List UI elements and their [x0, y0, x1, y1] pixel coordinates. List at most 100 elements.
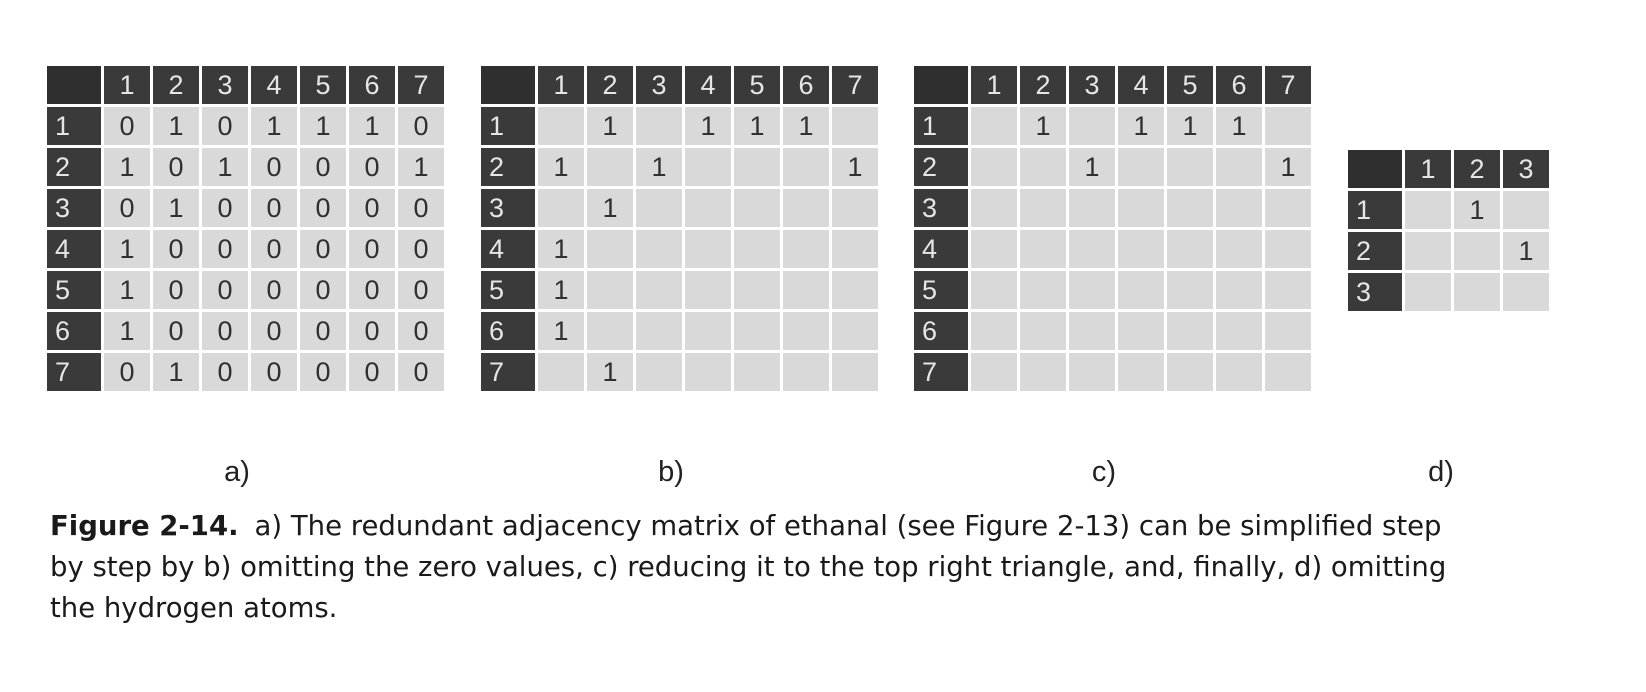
matrix-cell: 0 [202, 189, 248, 227]
matrix-cell: 0 [104, 189, 150, 227]
column-header: 5 [1167, 66, 1213, 104]
column-header: 4 [1118, 66, 1164, 104]
matrix-cell [832, 230, 878, 268]
matrix-cell [1020, 230, 1066, 268]
matrix-cell [1265, 107, 1311, 145]
matrix-cell: 0 [300, 353, 346, 391]
matrix-cell: 0 [398, 230, 444, 268]
matrix-cell [1167, 189, 1213, 227]
column-header: 3 [202, 66, 248, 104]
matrix-cell [1216, 148, 1262, 186]
row-header: 2 [47, 148, 101, 186]
matrix-cell [1216, 353, 1262, 391]
matrix-cell [1503, 191, 1549, 229]
column-header: 2 [587, 66, 633, 104]
matrix-cell [538, 107, 584, 145]
column-header: 6 [1216, 66, 1262, 104]
matrix-cell [685, 312, 731, 350]
matrix-cell [636, 353, 682, 391]
matrix-cell: 0 [104, 353, 150, 391]
column-header: 1 [104, 66, 150, 104]
column-header: 1 [1405, 150, 1451, 188]
matrix-cell [1503, 273, 1549, 311]
column-header: 6 [349, 66, 395, 104]
matrix-cell: 1 [1454, 191, 1500, 229]
row-header: 7 [914, 353, 968, 391]
matrix-row: 6 [914, 312, 1311, 350]
matrix-cell: 0 [202, 353, 248, 391]
matrix-cell [1167, 353, 1213, 391]
matrix-cell: 0 [349, 271, 395, 309]
matrix-cell: 0 [349, 230, 395, 268]
matrix-cell [1167, 271, 1213, 309]
matrix-cell: 0 [251, 271, 297, 309]
matrix-cell: 0 [398, 107, 444, 145]
row-header: 2 [1348, 232, 1402, 270]
matrix-cell: 1 [202, 148, 248, 186]
matrix-corner-cell [1348, 150, 1402, 188]
matrix-cell [538, 353, 584, 391]
column-header: 4 [685, 66, 731, 104]
matrix-cell [685, 353, 731, 391]
matrix-cell: 1 [685, 107, 731, 145]
matrix-cell: 1 [1167, 107, 1213, 145]
matrix-cell [1020, 148, 1066, 186]
matrix-corner-cell [914, 66, 968, 104]
figure-caption-label: Figure 2-14. [50, 510, 239, 542]
row-header: 4 [914, 230, 968, 268]
matrix-cell: 1 [538, 230, 584, 268]
matrix-cell [734, 353, 780, 391]
matrix-cell [636, 189, 682, 227]
row-header: 1 [481, 107, 535, 145]
row-header: 7 [47, 353, 101, 391]
matrix-cell [1069, 230, 1115, 268]
column-header: 1 [538, 66, 584, 104]
column-header: 4 [251, 66, 297, 104]
matrix-cell [1118, 353, 1164, 391]
matrix-cell [832, 312, 878, 350]
matrix-cell: 1 [1069, 148, 1115, 186]
matrix-cell [1405, 273, 1451, 311]
matrix-cell [1265, 312, 1311, 350]
matrix-cell [1216, 312, 1262, 350]
matrix-cell: 0 [251, 230, 297, 268]
row-header: 5 [47, 271, 101, 309]
row-header: 2 [914, 148, 968, 186]
matrix-cell: 1 [1216, 107, 1262, 145]
matrix-cell: 0 [153, 230, 199, 268]
matrix-cell: 0 [202, 312, 248, 350]
matrix-cell: 0 [300, 148, 346, 186]
matrix-cell: 1 [538, 271, 584, 309]
matrix-cell [971, 353, 1017, 391]
matrix-cell [971, 230, 1017, 268]
matrix-cell: 1 [1020, 107, 1066, 145]
matrix-cell [734, 230, 780, 268]
matrix-row: 5 [914, 271, 1311, 309]
matrix-cell: 0 [300, 230, 346, 268]
matrix-cell [971, 271, 1017, 309]
column-header: 3 [1503, 150, 1549, 188]
matrix-cell [1265, 271, 1311, 309]
matrix-cell [1020, 189, 1066, 227]
matrix-cell [1167, 230, 1213, 268]
matrix-cell: 1 [104, 230, 150, 268]
matrix-cell [783, 189, 829, 227]
matrix-cell [832, 107, 878, 145]
row-header: 3 [1348, 273, 1402, 311]
row-header: 3 [47, 189, 101, 227]
column-header: 5 [734, 66, 780, 104]
matrix-cell [636, 271, 682, 309]
matrix-cell: 1 [153, 107, 199, 145]
